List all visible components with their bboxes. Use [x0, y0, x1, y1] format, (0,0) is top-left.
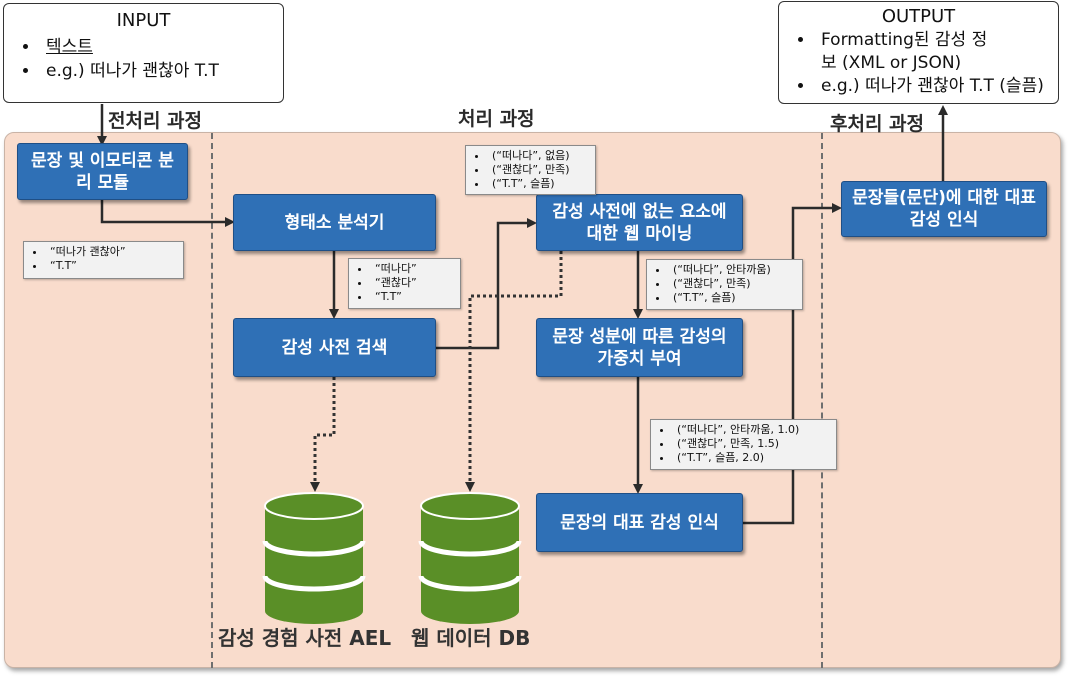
note-item: (“T.T”, 슬픔) [488, 177, 591, 191]
note-item: (“떠나다”, 안타까움, 1.0) [673, 423, 832, 437]
paragraph-emotion-box: 문장들(문단)에 대한 대표 감성 인식 [841, 181, 1047, 237]
note-item: (“괜찮다”, 만족) [488, 163, 591, 177]
weighting-box: 문장 성분에 따른 감성의 가중치 부여 [536, 318, 743, 377]
note-item: (“T.T”, 슬픔) [669, 291, 798, 305]
stage-label-post: 후처리 과정 [830, 113, 925, 135]
web-mining-box: 감성 사전에 없는 요소에 대한 웹 마이닝 [536, 194, 743, 251]
note-web-mining-output: (“떠나다”, 없음) (“괜찮다”, 만족) (“T.T”, 슬픔) [465, 145, 596, 195]
note-emotion-output: (“떠나다”, 안타까움) (“괜찮다”, 만족) (“T.T”, 슬픔) [646, 259, 803, 310]
input-box: INPUT 텍스트 e.g.) 떠나가 괜찮아 T.T [3, 3, 284, 103]
note-item: “T.T” [46, 259, 179, 273]
sentence-emotion-box: 문장의 대표 감성 인식 [536, 493, 743, 552]
output-list: Formatting된 감성 정보 (XML or JSON) e.g.) 떠나… [779, 29, 1058, 98]
dict-search-box: 감성 사전 검색 [233, 318, 436, 377]
note-item: (“T.T”, 슬픔, 2.0) [673, 451, 832, 465]
note-item: “떠나가 괜찮아” [46, 245, 179, 259]
note-separator-output: “떠나가 괜찮아” “T.T” [23, 241, 184, 279]
note-item: “괜찮다” [371, 276, 456, 290]
output-item: Formatting된 감성 정보 (XML or JSON) [815, 29, 1058, 75]
note-item: (“떠나다”, 없음) [488, 149, 591, 163]
stage-divider-post [821, 133, 823, 668]
separator-module-box: 문장 및 이모티콘 분리 모듈 [17, 143, 188, 200]
note-weight-output: (“떠나다”, 안타까움, 1.0) (“괜찮다”, 만족, 1.5) (“T.… [650, 419, 837, 470]
note-item: “T.T” [371, 290, 456, 304]
stage-divider-pre [211, 133, 213, 668]
stage-label-main: 처리 과정 [458, 108, 535, 130]
input-title: INPUT [116, 10, 171, 31]
input-item: 텍스트 [40, 35, 283, 59]
output-item: e.g.) 떠나가 괜찮아 T.T (슬픔) [815, 75, 1058, 98]
note-item: (“괜찮다”, 만족) [669, 277, 798, 291]
input-list: 텍스트 e.g.) 떠나가 괜찮아 T.T [4, 35, 283, 83]
output-title: OUTPUT [881, 6, 956, 27]
note-item: “떠나다” [371, 262, 456, 276]
stage-label-pre: 전처리 과정 [108, 110, 203, 132]
note-morph-output: “떠나다” “괜찮다” “T.T” [348, 258, 461, 309]
output-box: OUTPUT Formatting된 감성 정보 (XML or JSON) e… [778, 1, 1059, 104]
morph-analyzer-box: 형태소 분석기 [233, 194, 436, 251]
note-item: (“괜찮다”, 만족, 1.5) [673, 437, 832, 451]
database-web-label: 웹 데이터 DB [411, 626, 531, 650]
input-item: e.g.) 떠나가 괜찮아 T.T [40, 59, 283, 83]
database-ael-label: 감성 경험 사전 AEL [218, 626, 392, 650]
note-item: (“떠나다”, 안타까움) [669, 263, 798, 277]
